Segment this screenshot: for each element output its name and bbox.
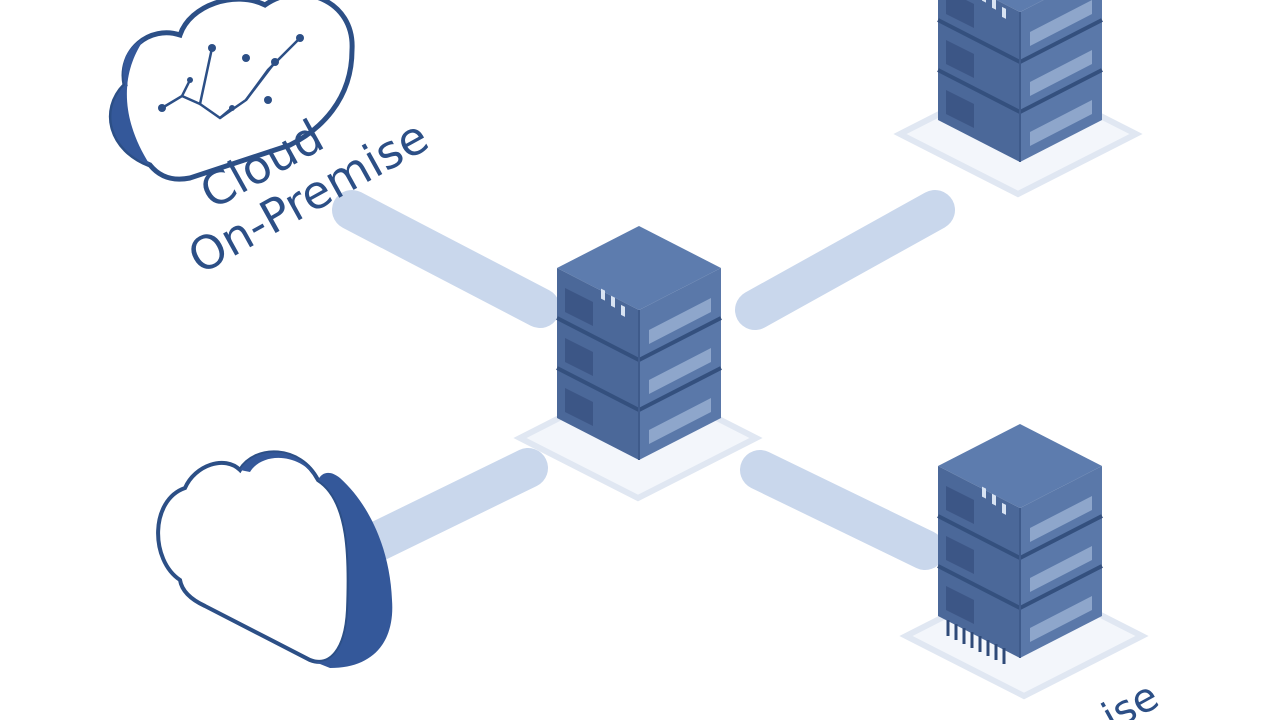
- server-rack-top-right: [900, 0, 1136, 194]
- connector-bottom-left: [340, 448, 548, 570]
- server-rack-bottom-right: [906, 422, 1142, 696]
- server-rack-center: [520, 224, 756, 498]
- circuit-cloud-icon: [108, 0, 355, 182]
- connector-bottom-right: [740, 450, 945, 570]
- connector-top-right: [735, 190, 955, 330]
- label-partial: ise: [1095, 673, 1167, 720]
- connector-top-left: [332, 190, 560, 328]
- cloud-icon: [156, 450, 393, 668]
